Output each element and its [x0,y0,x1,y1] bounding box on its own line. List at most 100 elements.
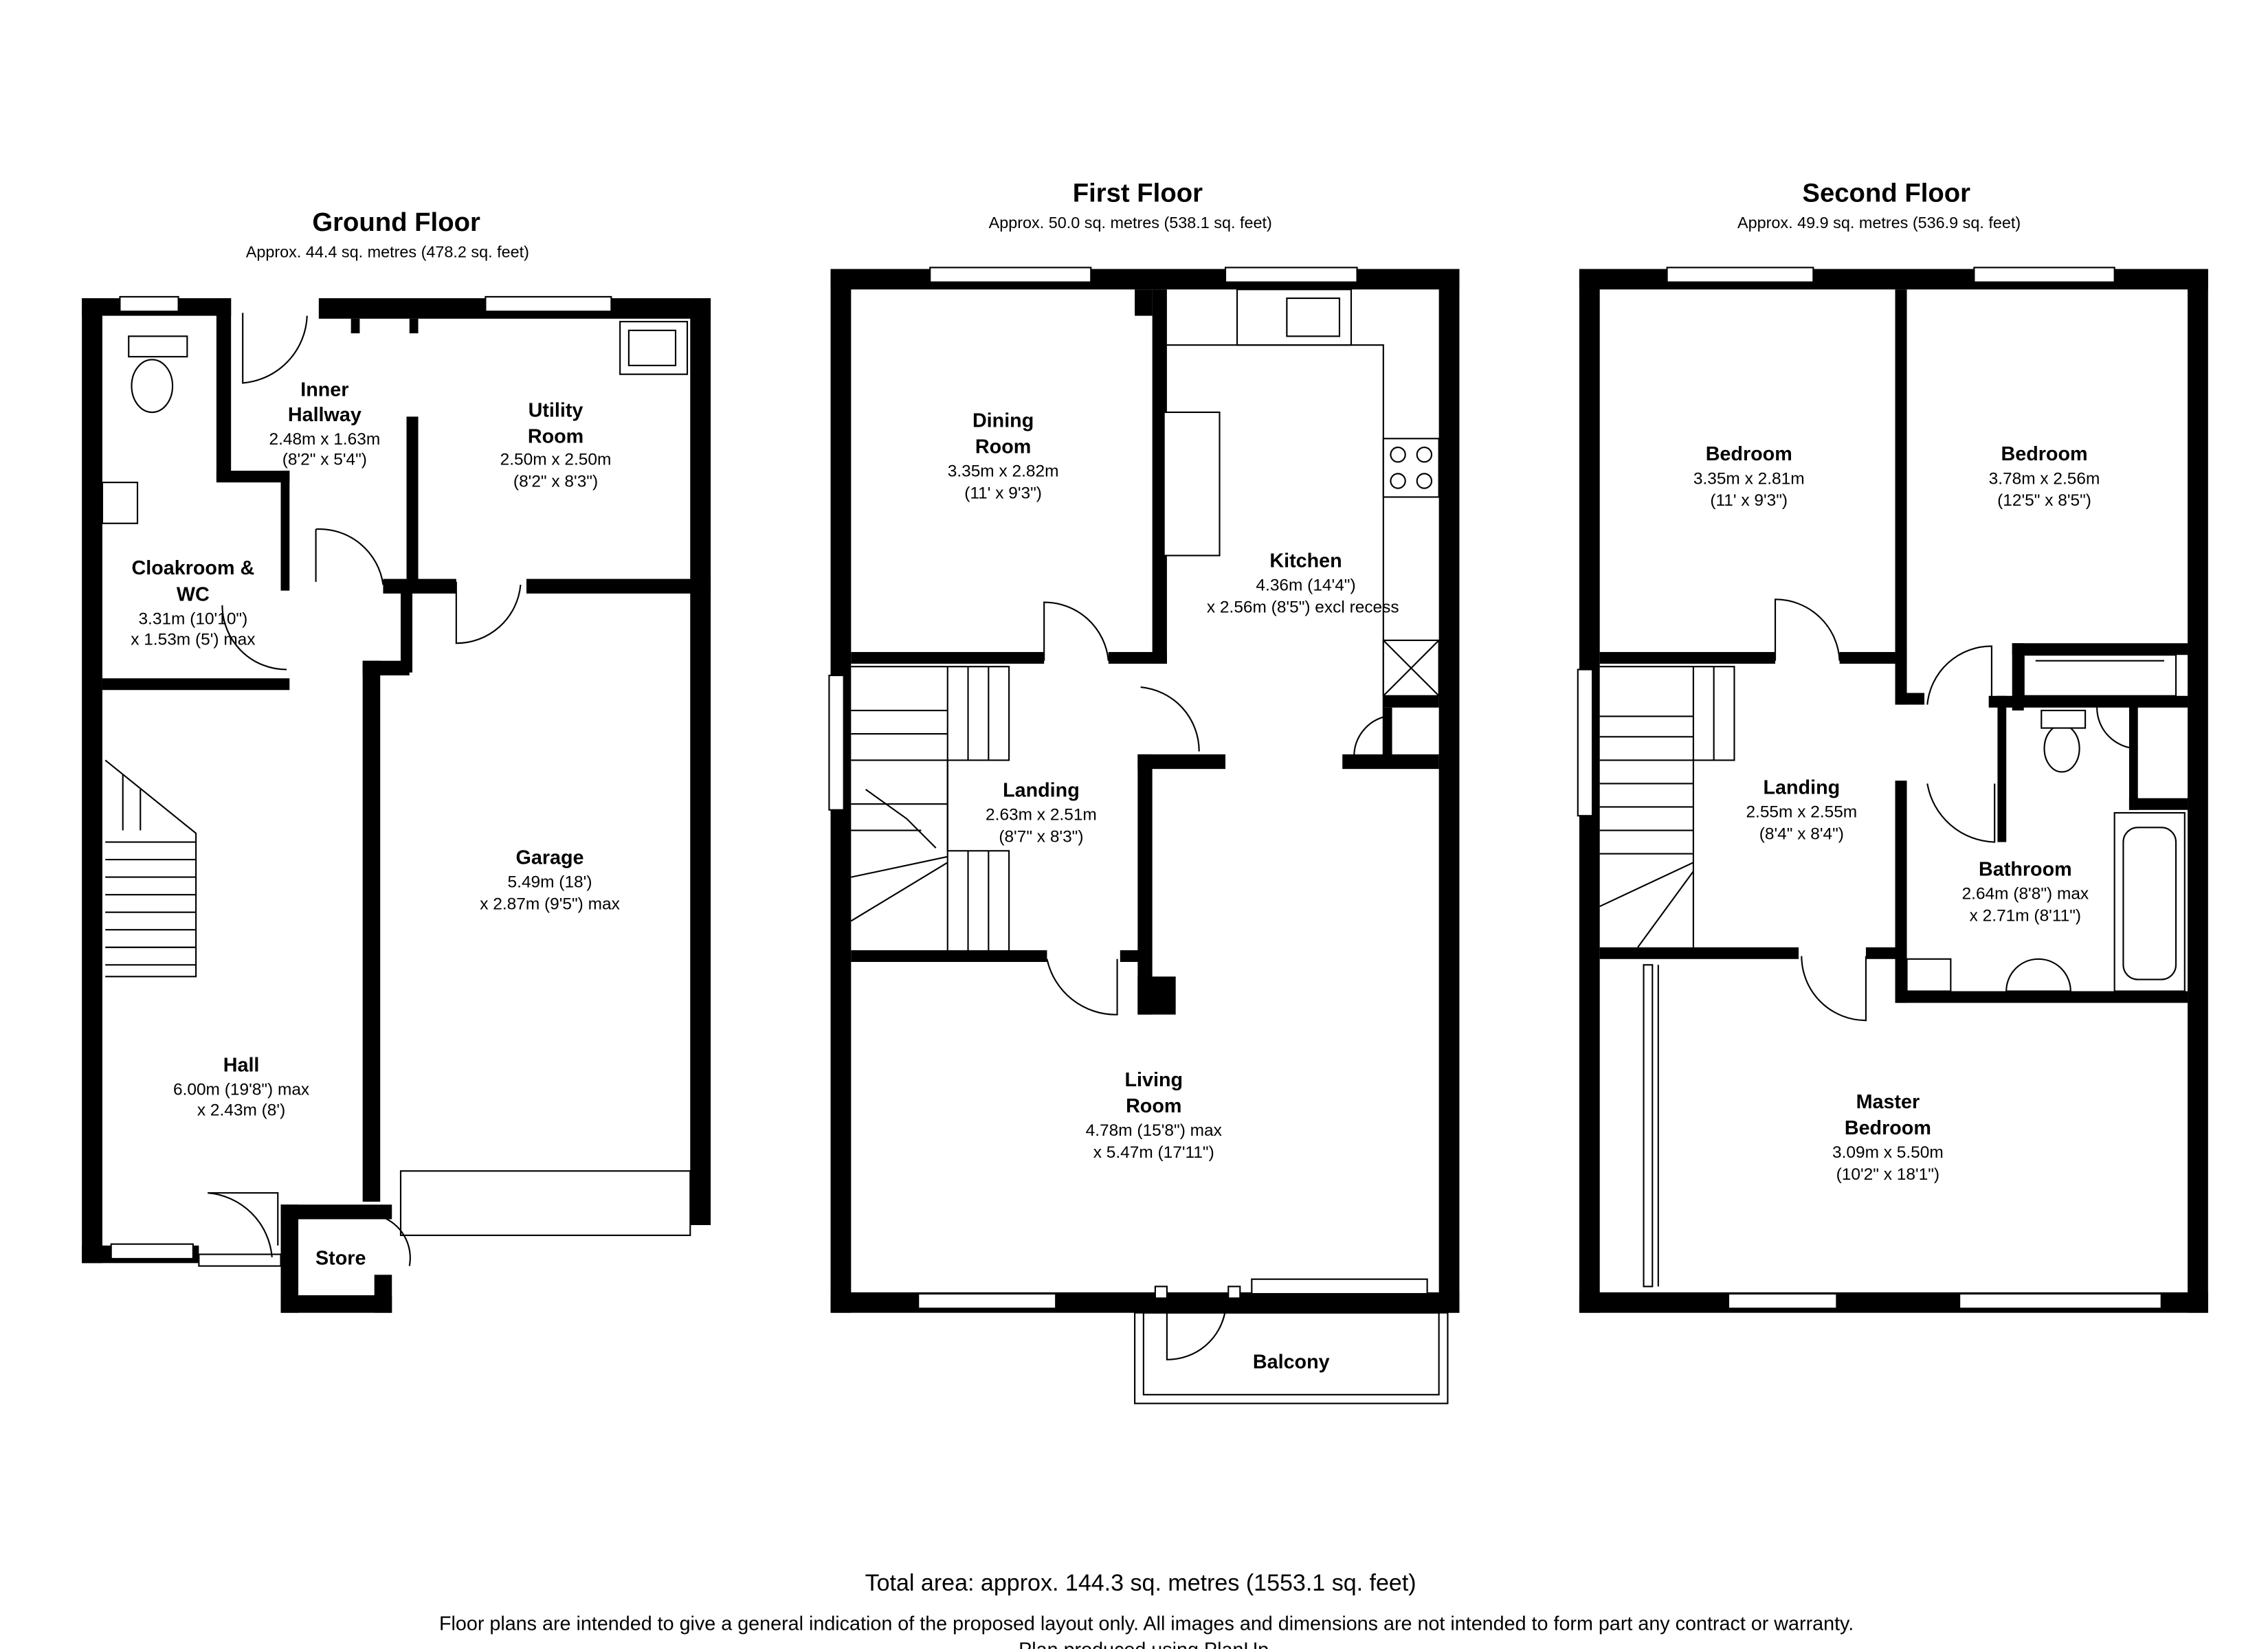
threshold [198,1253,282,1267]
room-label-bathroom: Bathroom 2.64m (8'8") max x 2.71m (8'11"… [1962,858,2089,925]
window [1666,267,1814,283]
svg-text:3.78m x 2.56m: 3.78m x 2.56m [1989,469,2100,488]
door [315,528,384,585]
door [455,581,522,644]
wall [102,678,290,691]
toilet-icon [131,359,174,414]
wardrobe [2023,654,2177,697]
wall [216,471,290,483]
window [1959,1292,2162,1310]
kitchen-island [1163,411,1221,557]
door [379,1215,411,1266]
svg-text:Hall: Hall [223,1055,260,1077]
room-label-hall: Hall 6.00m (19'8") max x 2.43m (8') [173,1055,309,1120]
svg-text:(12'5" x 8'5"): (12'5" x 8'5") [1997,491,2091,510]
svg-text:2.55m x 2.55m: 2.55m x 2.55m [1746,803,1857,821]
wall [1599,947,1799,959]
door [1046,958,1118,1016]
svg-text:Balcony: Balcony [1253,1351,1330,1373]
room-label-bedroom-1: Bedroom 3.35m x 2.81m (11' x 9'3") [1693,443,1805,510]
svg-text:Dining: Dining [972,410,1034,431]
svg-text:Landing: Landing [1003,780,1080,802]
svg-text:x 2.56m (8'5") excl recess: x 2.56m (8'5") excl recess [1207,598,1399,617]
wall [851,651,1045,664]
credit: Plan produced using PlanUp. [1019,1639,1274,1649]
room-label-store: Store [315,1247,366,1269]
second-floor-plan: Bedroom 3.35m x 2.81m (11' x 9'3") Bedro… [1577,267,2208,1313]
window [828,674,845,811]
svg-text:6.00m (19'8") max: 6.00m (19'8") max [173,1081,309,1099]
sink-bowl [1286,297,1341,337]
door-jamb [1227,1286,1241,1299]
second-floor-heading: Second Floor Approx. 49.9 sq. metres (53… [1737,179,2021,232]
wall [851,950,1047,963]
sink-bowl [627,329,677,366]
wall [1895,991,2188,1003]
wall [383,579,456,594]
svg-text:Hallway: Hallway [288,404,362,426]
svg-text:2.63m x 2.51m: 2.63m x 2.51m [986,806,1097,824]
total-area: Total area: approx. 144.3 sq. metres (15… [865,1570,1416,1596]
wall [1895,289,1907,705]
room-label-living-room: Living Room 4.78m (15'8") max x 5.47m (1… [1086,1069,1222,1162]
wall [216,298,232,480]
svg-text:(11' x 9'3"): (11' x 9'3") [964,484,1042,503]
svg-text:Room: Room [1126,1095,1181,1117]
room-label-inner-hallway: Inner Hallway 2.48m x 1.63m (8'2" x 5'4"… [269,379,380,469]
window [1577,669,1594,817]
room-label-balcony: Balcony [1253,1351,1330,1373]
window [1727,1292,1838,1310]
wall [1997,695,2007,842]
svg-text:(8'2" x 8'3"): (8'2" x 8'3") [513,473,598,491]
svg-text:Bathroom: Bathroom [1979,858,2072,880]
svg-text:(10'2" x 18'1"): (10'2" x 18'1") [1836,1165,1939,1184]
room-label-master-bedroom: Master Bedroom 3.09m x 5.50m (10'2" x 18… [1832,1091,1944,1184]
wall [2128,695,2138,810]
first-floor-area: Approx. 50.0 sq. metres (538.1 sq. feet) [989,214,1272,232]
basin-icon [101,482,139,524]
svg-text:x 2.71m (8'11"): x 2.71m (8'11") [1970,906,2081,925]
cistern [2041,709,2087,729]
svg-text:2.48m x 1.63m: 2.48m x 1.63m [269,430,380,449]
wall [2012,643,2024,711]
wall [1137,754,1153,1015]
svg-text:3.35m x 2.82m: 3.35m x 2.82m [948,462,1059,481]
wall [351,318,360,334]
room-label-cloakroom: Cloakroom & WC 3.31m (10'10") x 1.53m (5… [131,557,255,649]
svg-text:Living: Living [1124,1069,1183,1091]
wall [1342,754,1439,770]
door [242,313,308,384]
svg-text:3.35m x 2.81m: 3.35m x 2.81m [1693,469,1805,488]
disclaimer: Floor plans are intended to give a gener… [439,1613,1854,1635]
ground-floor-area: Approx. 44.4 sq. metres (478.2 sq. feet) [246,243,529,260]
wall [2012,643,2188,655]
staircase [850,666,1010,951]
svg-text:Store: Store [315,1247,366,1269]
wall [409,318,419,334]
svg-text:Room: Room [975,436,1031,458]
wall [1895,693,1925,705]
door [1774,598,1841,661]
svg-text:Cloakroom &: Cloakroom & [131,557,254,579]
svg-text:(8'7" x 8'3"): (8'7" x 8'3") [999,828,1083,846]
wall [280,471,290,591]
svg-text:(11' x 9'3"): (11' x 9'3") [1710,491,1788,510]
svg-text:x 2.43m (8'): x 2.43m (8') [197,1101,285,1119]
svg-text:5.49m (18'): 5.49m (18') [508,873,592,892]
wall [2012,695,2188,708]
svg-text:Landing: Landing [1763,776,1840,798]
basin-icon [2005,958,2071,992]
wall [406,416,419,592]
room-label-kitchen: Kitchen 4.36m (14'4") x 2.56m (8'5") exc… [1207,550,1399,617]
wall [280,1204,392,1220]
svg-text:2.64m (8'8") max: 2.64m (8'8") max [1962,885,2089,904]
wall [1599,651,1776,664]
door [221,605,287,671]
ground-floor-heading: Ground Floor Approx. 44.4 sq. metres (47… [246,207,529,260]
svg-text:WC: WC [177,583,210,605]
wall [1152,289,1167,664]
window [119,295,179,313]
svg-text:Inner: Inner [300,379,348,401]
wall [400,585,413,673]
svg-text:4.78m (15'8") max: 4.78m (15'8") max [1086,1121,1222,1140]
